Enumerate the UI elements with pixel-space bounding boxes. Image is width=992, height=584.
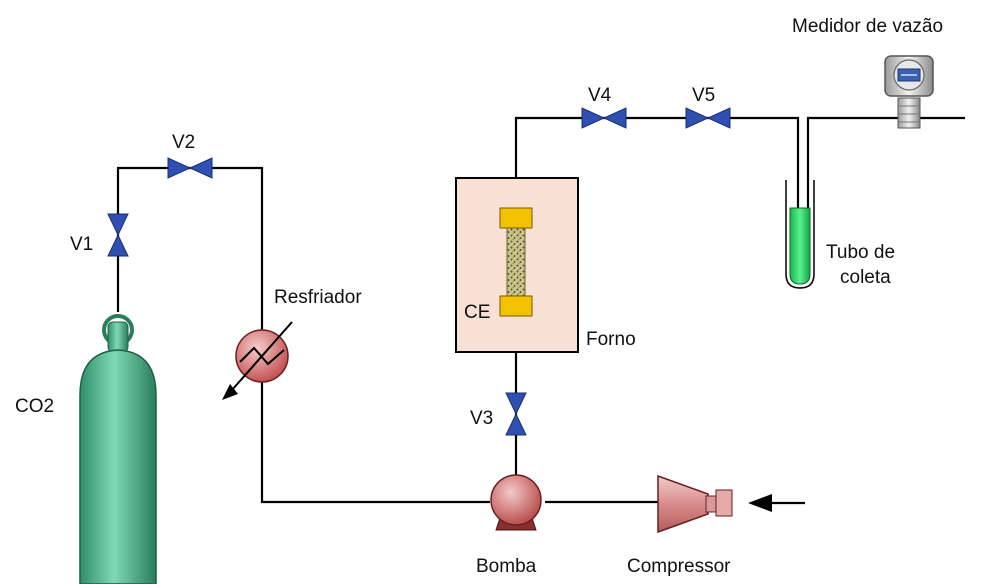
oven — [455, 177, 579, 353]
flow-meter — [884, 55, 934, 129]
label-ce: CE — [464, 302, 490, 323]
cooler — [222, 321, 293, 400]
valve-v4-icon-right — [602, 107, 627, 129]
pipe-oven-to-collector — [514, 116, 800, 258]
valve-v1-icon — [107, 213, 129, 237]
tube-glass — [785, 180, 815, 289]
valve-v5-icon-right — [706, 107, 731, 129]
valve-v3-icon — [505, 392, 527, 416]
valve-v2-icon — [167, 157, 192, 179]
pipe-collector-to-meter — [806, 116, 965, 258]
valve-v1-icon-lower — [107, 233, 129, 257]
cylinder-valve-head — [107, 321, 129, 353]
label-v1: V1 — [70, 234, 93, 255]
valve-v5[interactable] — [685, 107, 731, 129]
compressor-coupling-2 — [715, 489, 733, 517]
label-tubo-line1: Tubo de — [826, 242, 895, 263]
valve-v4[interactable] — [581, 107, 627, 129]
collection-tube — [785, 180, 815, 289]
label-v3: V3 — [470, 408, 493, 429]
label-medidor: Medidor de vazão — [792, 16, 943, 37]
valve-v5-icon — [685, 107, 710, 129]
valve-v4-icon — [581, 107, 606, 129]
label-bomba: Bomba — [476, 556, 537, 577]
label-compressor: Compressor — [627, 556, 731, 577]
inlet-arrow-icon — [748, 494, 772, 512]
label-resfriador: Resfriador — [274, 287, 362, 308]
label-co2: CO2 — [15, 396, 54, 417]
compressor — [657, 474, 733, 534]
labels: V1 V2 V3 V4 V5 CO2 Resfriador CE Forno B… — [15, 16, 943, 577]
label-forno: Forno — [586, 329, 636, 350]
cylinder-body — [79, 349, 157, 584]
cooler-arrow-icon — [222, 384, 238, 400]
label-v4: V4 — [588, 85, 612, 106]
cooler-diagonal — [231, 321, 293, 391]
tube-liquid — [789, 207, 811, 285]
valve-v2[interactable] — [167, 157, 213, 179]
compressor-icon — [657, 474, 709, 534]
pipe-cooler-to-pump — [260, 382, 490, 504]
centrifugal-pump-icon — [490, 474, 542, 526]
valve-v1[interactable] — [107, 213, 129, 257]
sample-cap-top — [499, 207, 533, 229]
pipe-cylinder-to-cooler — [116, 166, 264, 330]
valve-v3[interactable] — [505, 392, 527, 436]
pump — [490, 474, 542, 531]
valve-v3-icon-lower — [505, 412, 527, 436]
meter-stem — [897, 97, 921, 129]
label-v5: V5 — [692, 85, 715, 106]
sample-cap-bottom — [499, 295, 533, 317]
label-v2: V2 — [172, 132, 195, 153]
valve-v2-icon-right — [188, 157, 213, 179]
co2-cylinder — [79, 314, 157, 584]
sample-column — [506, 224, 526, 298]
label-tubo-line2: coleta — [840, 267, 891, 288]
